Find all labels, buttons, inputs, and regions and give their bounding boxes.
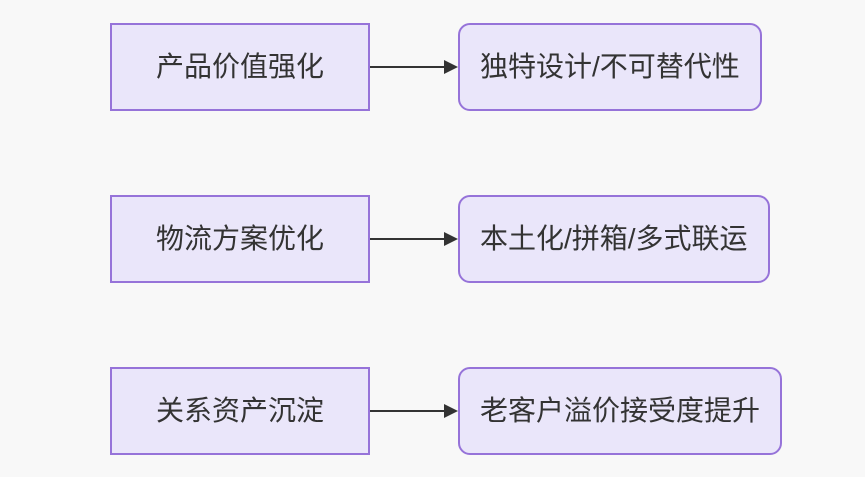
flow-node-source: 物流方案优化 bbox=[110, 195, 370, 283]
flow-node-target: 独特设计/不可替代性 bbox=[458, 23, 762, 111]
flow-row: 产品价值强化 独特设计/不可替代性 bbox=[110, 23, 762, 111]
arrow-head-icon bbox=[444, 404, 458, 418]
arrow-line bbox=[370, 66, 445, 68]
flow-node-source: 关系资产沉淀 bbox=[110, 367, 370, 455]
arrow-line bbox=[370, 410, 445, 412]
arrow-line bbox=[370, 238, 445, 240]
node-label: 物流方案优化 bbox=[155, 223, 324, 254]
flow-row: 物流方案优化 本土化/拼箱/多式联运 bbox=[110, 195, 770, 283]
flow-arrow bbox=[370, 60, 458, 74]
node-label: 产品价值强化 bbox=[155, 51, 324, 82]
flow-node-target: 本土化/拼箱/多式联运 bbox=[458, 195, 770, 283]
node-label: 老客户溢价接受度提升 bbox=[480, 395, 761, 426]
flow-arrow bbox=[370, 404, 458, 418]
node-label: 本土化/拼箱/多式联运 bbox=[480, 223, 748, 254]
node-label: 关系资产沉淀 bbox=[155, 395, 324, 426]
node-label: 独特设计/不可替代性 bbox=[480, 51, 740, 82]
arrow-head-icon bbox=[444, 60, 458, 74]
flow-node-source: 产品价值强化 bbox=[110, 23, 370, 111]
flow-node-target: 老客户溢价接受度提升 bbox=[458, 367, 783, 455]
flow-arrow bbox=[370, 232, 458, 246]
flow-row: 关系资产沉淀 老客户溢价接受度提升 bbox=[110, 367, 783, 455]
arrow-head-icon bbox=[444, 232, 458, 246]
